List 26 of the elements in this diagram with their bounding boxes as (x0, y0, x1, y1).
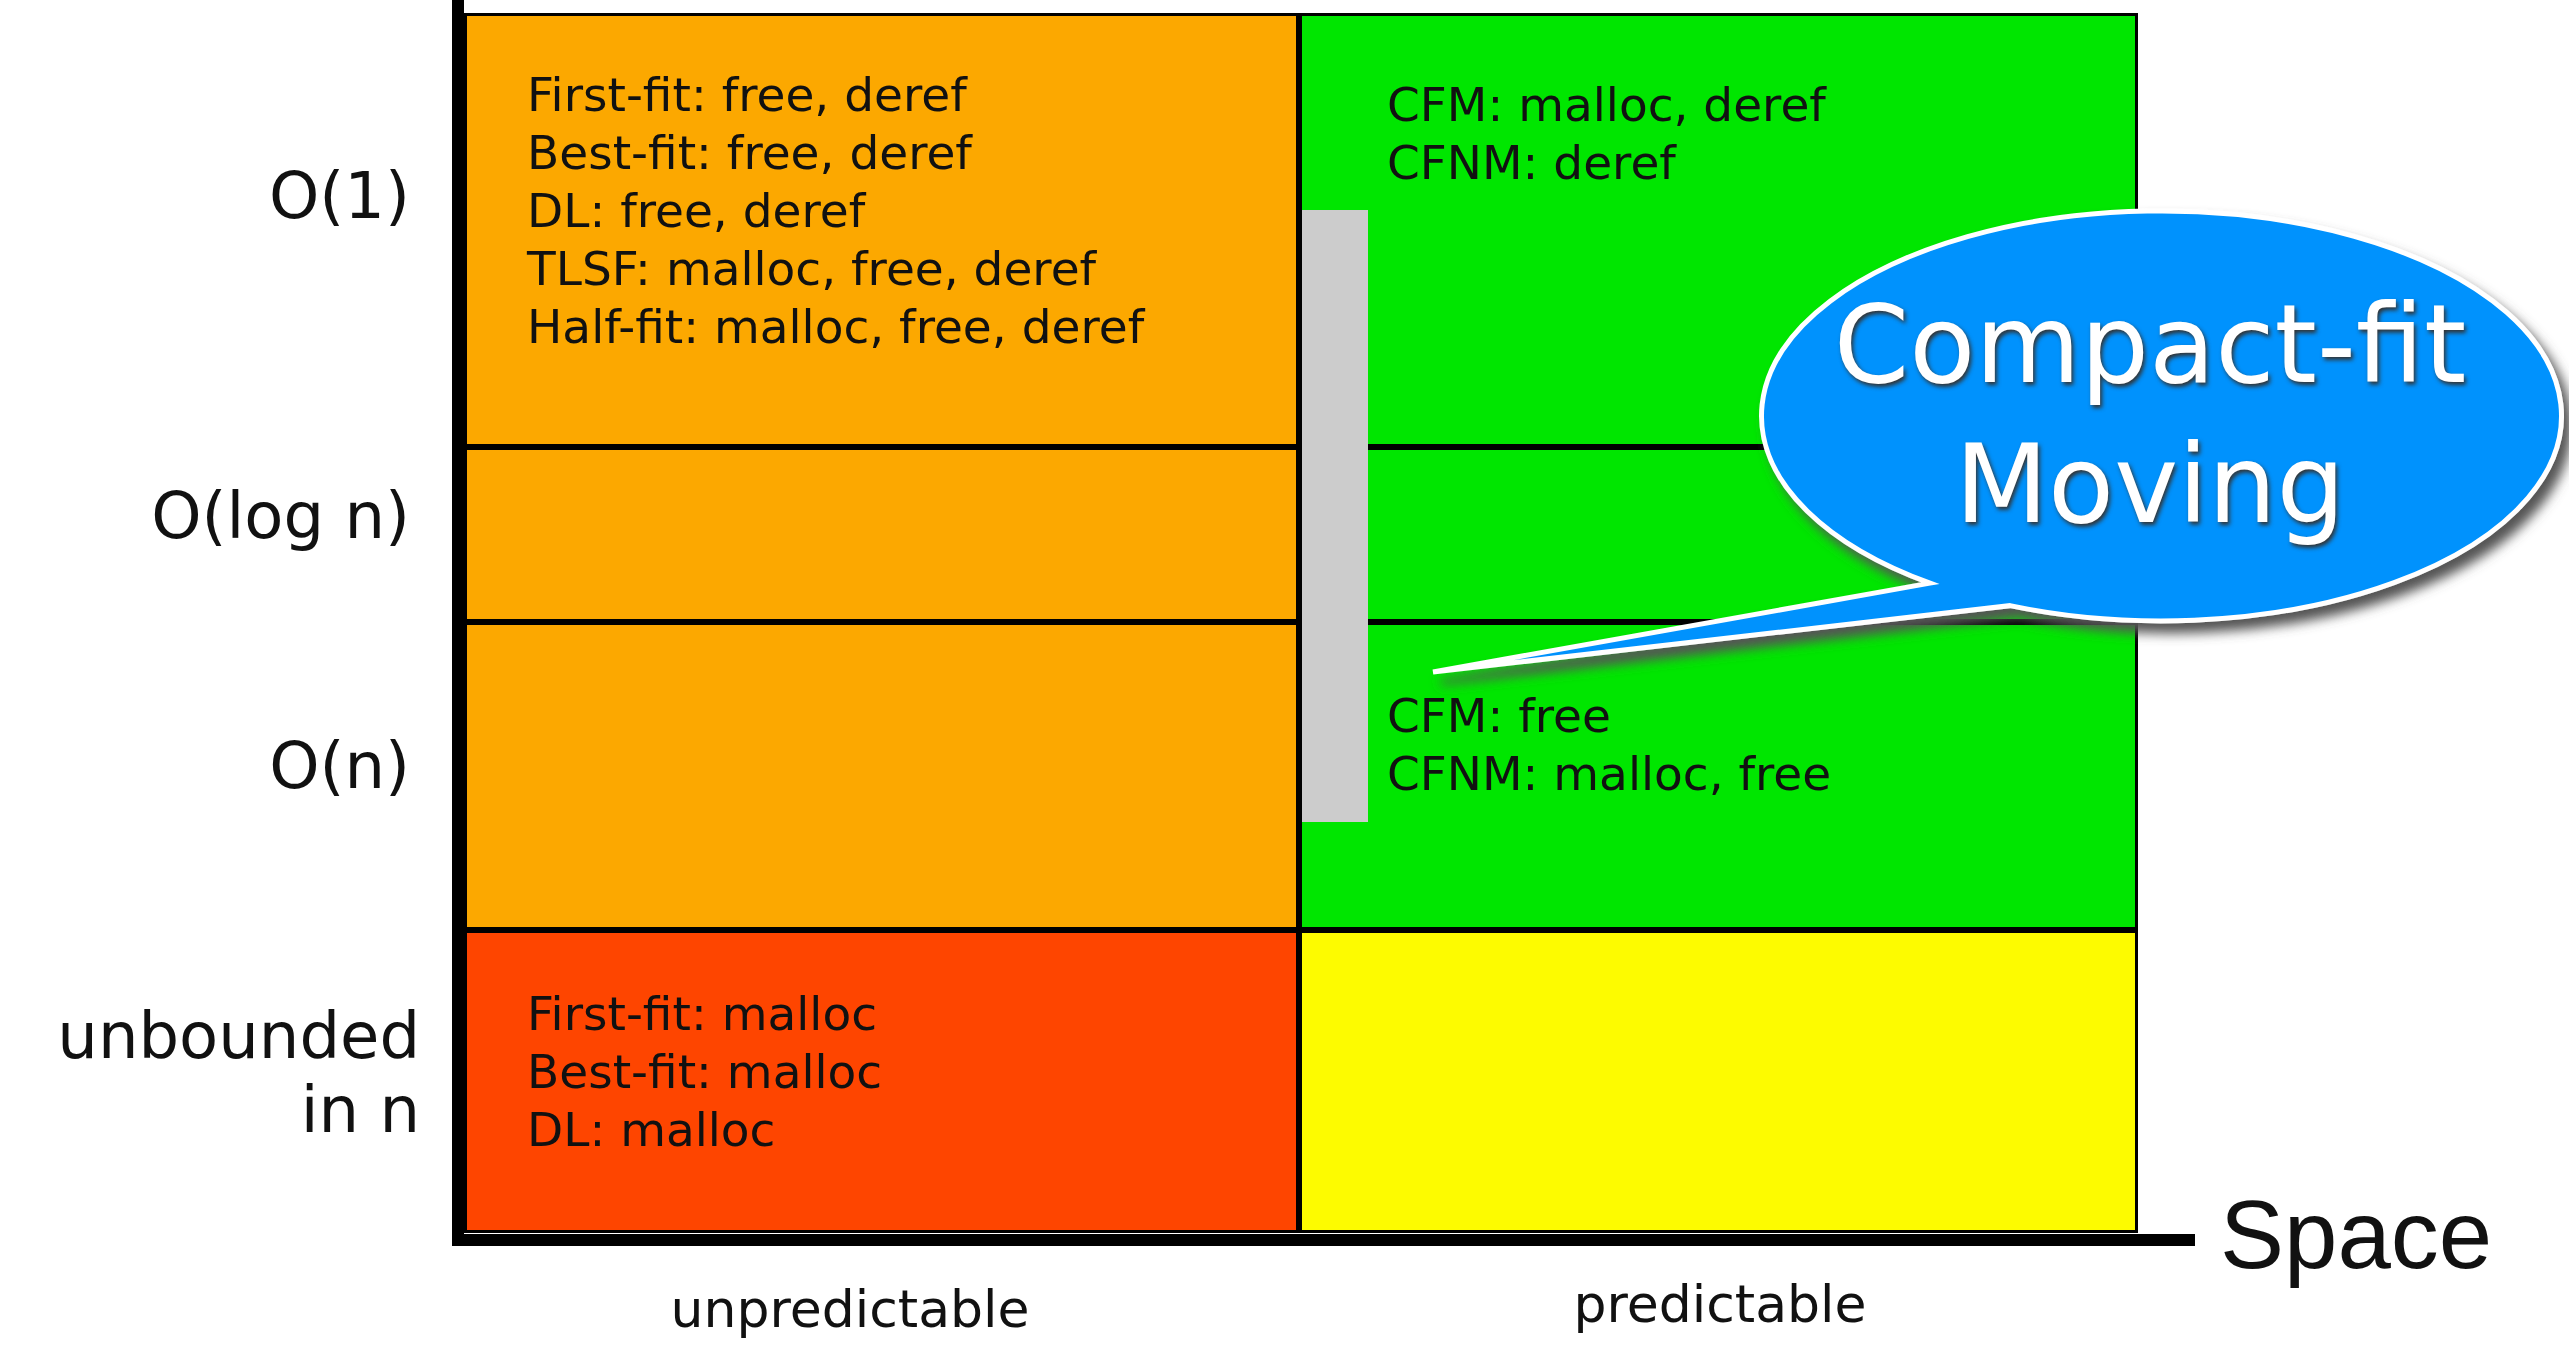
axis-label: O(n) (268, 730, 410, 804)
table-cell (1299, 622, 2138, 930)
axis-label: O(log n) (150, 480, 410, 554)
table-cell (464, 13, 1299, 447)
cell-text: Best-fit: malloc (527, 1043, 883, 1101)
table-cell (464, 622, 1299, 930)
cell-text: TLSF: malloc, free, deref (527, 240, 1097, 298)
cell-text: CFM: malloc, deref (1387, 76, 1826, 134)
cell-text: CFM: free (1387, 687, 1611, 745)
cell-text: CFNM: deref (1387, 134, 1676, 192)
table-cell (464, 447, 1299, 622)
vertical-bar (1302, 210, 1368, 822)
axis-label: O(1) (267, 160, 410, 234)
cell-text: Half-fit: malloc, free, deref (527, 298, 1145, 356)
cell-text: DL: free, deref (527, 182, 866, 240)
table-cell (464, 930, 1299, 1233)
cell-text: Best-fit: free, deref (527, 124, 972, 182)
axis-label: predictable (1572, 1275, 1868, 1335)
cell-text: DL: malloc (527, 1101, 776, 1159)
cell-text: First-fit: malloc (527, 985, 877, 1043)
axis-title: Space (2220, 1180, 2494, 1290)
axis-label: unpredictable (669, 1280, 1031, 1340)
cell-text: CFNM: malloc, free (1387, 745, 1832, 803)
table-cell (1299, 930, 2138, 1233)
cell-text: First-fit: free, deref (527, 66, 967, 124)
axis-label: unbounded in n (56, 1000, 420, 1148)
